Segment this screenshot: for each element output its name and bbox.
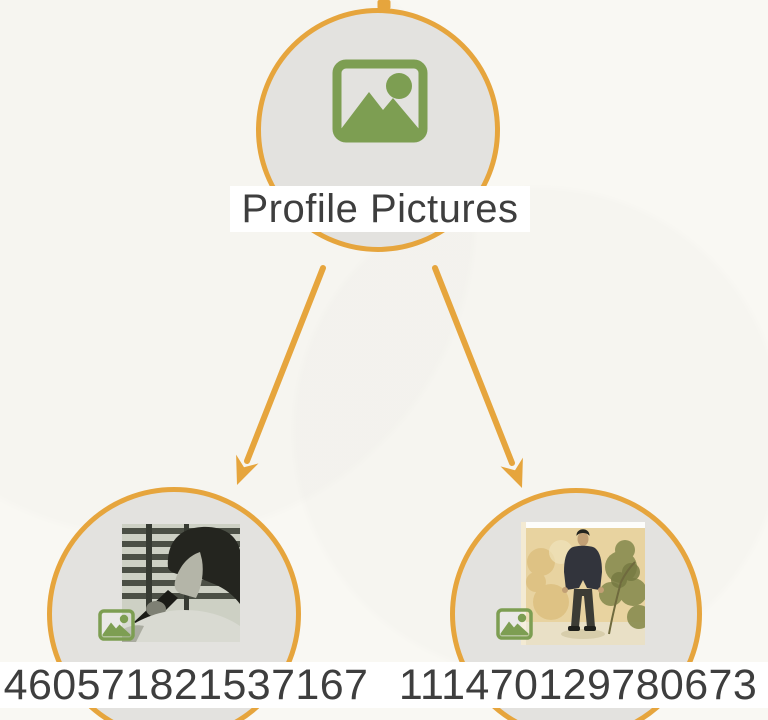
node-label-band: 111470129780673 [382, 660, 768, 709]
profile-photo-left [122, 524, 240, 642]
arrowhead-icon [500, 457, 523, 488]
picture-badge-icon [98, 609, 135, 641]
profile-photo-right [521, 522, 645, 645]
edge-arrow-left [236, 265, 326, 485]
picture-badge-icon [496, 608, 533, 640]
node-label-band: Profile Pictures [230, 186, 530, 232]
child-node-label-right: 111470129780673 [398, 660, 758, 709]
root-node-label: Profile Pictures [241, 186, 519, 231]
child-node-label-left: 460571821537167 [3, 660, 369, 709]
edge-arrow-right [432, 265, 523, 488]
node-label-band: 460571821537167 [0, 660, 382, 709]
arrowhead-icon [236, 454, 259, 485]
picture-icon [332, 59, 428, 143]
